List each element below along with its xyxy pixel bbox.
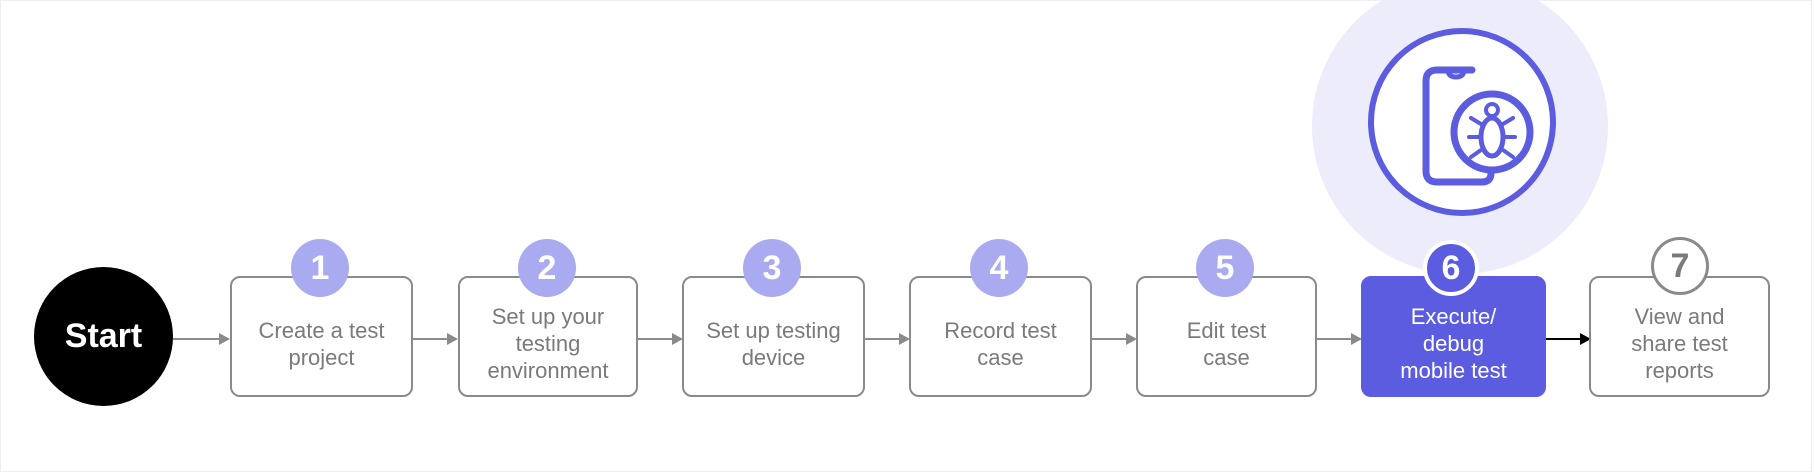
step-5-number: 5 bbox=[1215, 248, 1235, 287]
mobile-debug-bug-icon bbox=[1422, 66, 1534, 186]
connector-start-1 bbox=[173, 338, 220, 340]
step-6-badge: 6 bbox=[1423, 240, 1479, 296]
step-3-number: 3 bbox=[762, 248, 782, 287]
step-4-badge: 4 bbox=[970, 239, 1028, 297]
connector-start-1-head bbox=[219, 333, 230, 345]
step-7-box: View and share test reports bbox=[1589, 276, 1770, 397]
step-4-label: Record test case bbox=[944, 317, 1057, 370]
start-label: Start bbox=[64, 317, 143, 355]
step-3-label: Set up testing device bbox=[706, 317, 841, 370]
step-4-number: 4 bbox=[989, 248, 1009, 287]
connector-3-4-head bbox=[899, 333, 910, 345]
connector-2-3-head bbox=[672, 333, 683, 345]
connector-2-3 bbox=[638, 338, 673, 340]
step-5-badge: 5 bbox=[1196, 239, 1254, 297]
connector-4-5 bbox=[1092, 338, 1127, 340]
step-6-number: 6 bbox=[1441, 248, 1461, 287]
step-7-label: View and share test reports bbox=[1631, 304, 1728, 383]
step-1-label: Create a test project bbox=[258, 317, 385, 370]
step-2-number: 2 bbox=[537, 248, 557, 287]
connector-6-7-head bbox=[1580, 333, 1591, 345]
step-2-badge: 2 bbox=[518, 239, 576, 297]
step-3-badge: 3 bbox=[743, 239, 801, 297]
step-1-number: 1 bbox=[310, 248, 330, 287]
connector-6-7 bbox=[1546, 338, 1581, 340]
connector-3-4 bbox=[865, 338, 900, 340]
highlight-icon-circle bbox=[1368, 28, 1556, 216]
step-5-label: Edit test case bbox=[1186, 317, 1267, 370]
step-1-badge: 1 bbox=[291, 239, 349, 297]
step-2-label: Set up your testing environment bbox=[487, 304, 609, 383]
start-node: Start bbox=[34, 267, 173, 406]
step-6-label: Execute/ debug mobile test bbox=[1400, 304, 1507, 383]
connector-4-5-head bbox=[1126, 333, 1137, 345]
step-7-badge: 7 bbox=[1651, 237, 1709, 295]
step-7-number: 7 bbox=[1670, 246, 1690, 285]
connector-1-2-head bbox=[447, 333, 458, 345]
connector-5-6-head bbox=[1351, 333, 1362, 345]
connector-5-6 bbox=[1317, 338, 1352, 340]
connector-1-2 bbox=[413, 338, 448, 340]
step-6-box: Execute/ debug mobile test bbox=[1361, 276, 1546, 397]
